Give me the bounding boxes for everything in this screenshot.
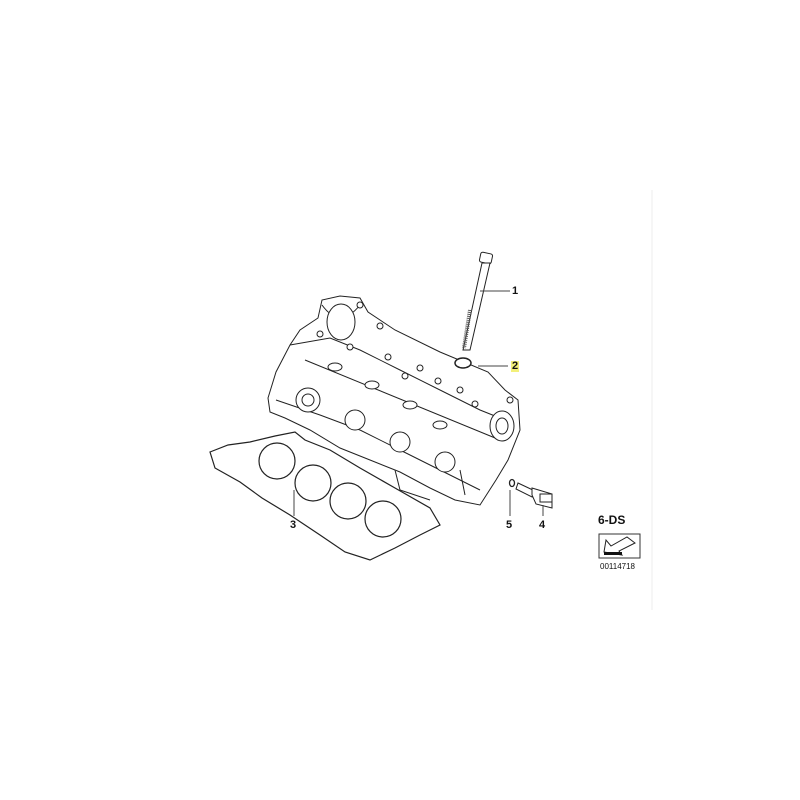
callout-5: 5	[506, 519, 513, 531]
diagram-number: 00114718	[600, 562, 635, 571]
callout-2: 2	[511, 360, 520, 372]
o-ring-illustration	[508, 478, 516, 488]
gasket-illustration	[209, 431, 441, 561]
sensor-illustration	[515, 482, 553, 509]
callout-1: 1	[512, 285, 519, 297]
leader-lines	[293, 290, 544, 516]
view-direction-icon	[598, 533, 641, 559]
callout-4: 4	[539, 519, 546, 531]
callout-3: 3	[290, 519, 297, 531]
cylinder-head-illustration	[267, 295, 521, 506]
washer-illustration	[454, 357, 472, 369]
diagram-group-label: 6-DS	[598, 513, 626, 527]
bolt-illustration	[462, 251, 494, 351]
